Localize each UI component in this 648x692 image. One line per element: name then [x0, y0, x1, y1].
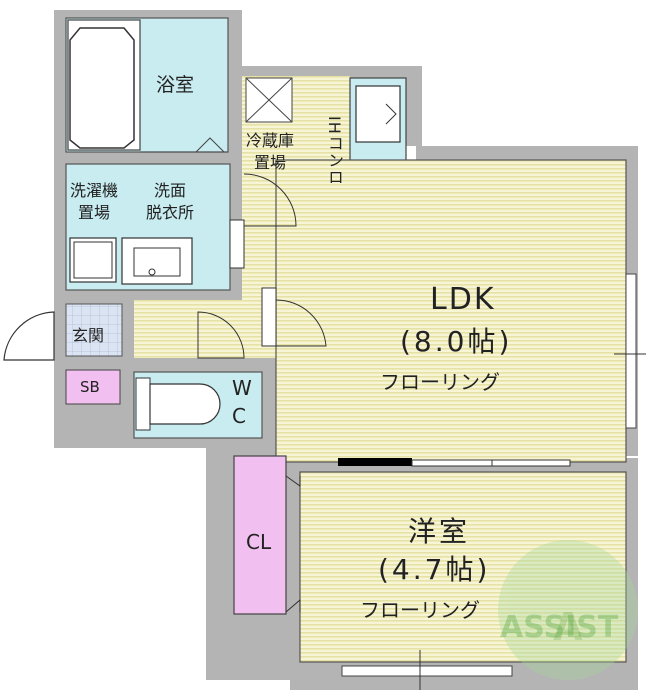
entrance-label: 玄関 [72, 326, 105, 345]
washroom-label: 洗面 脱衣所 [146, 181, 195, 222]
washer [69, 237, 117, 283]
western-name: 洋室 [408, 515, 471, 548]
western-room [299, 471, 627, 663]
bath-label: 浴室 [156, 74, 195, 96]
toilet-tank [135, 377, 151, 431]
shoebox-label: SB [80, 378, 100, 396]
washbasin [121, 237, 193, 285]
ldk-name: LDK [430, 282, 496, 317]
watermark-text: A [553, 605, 583, 649]
ldk-size: (8.0帖) [400, 325, 513, 358]
sink [355, 85, 401, 143]
shoe-box [65, 369, 121, 405]
stove-label: IHコンロ [325, 116, 344, 186]
ldk-room [275, 159, 627, 463]
ldk-window [625, 273, 637, 429]
entrance [65, 303, 123, 357]
closet [233, 455, 287, 615]
wc-label: W C [232, 376, 252, 428]
ldk-floor: フローリング [380, 370, 500, 394]
laundry-label: 洗濯機 置場 [70, 181, 119, 222]
western-size: (4.7帖) [378, 553, 491, 586]
closet-label: CL [246, 530, 272, 554]
fridge-label: 冷蔵庫 置場 [246, 131, 295, 172]
assist-watermark: A [498, 540, 638, 680]
western-window [341, 665, 513, 677]
western-floor: フローリング [360, 598, 480, 622]
hallway-floor [134, 300, 284, 358]
watermark-word: ASSIST [500, 610, 619, 645]
